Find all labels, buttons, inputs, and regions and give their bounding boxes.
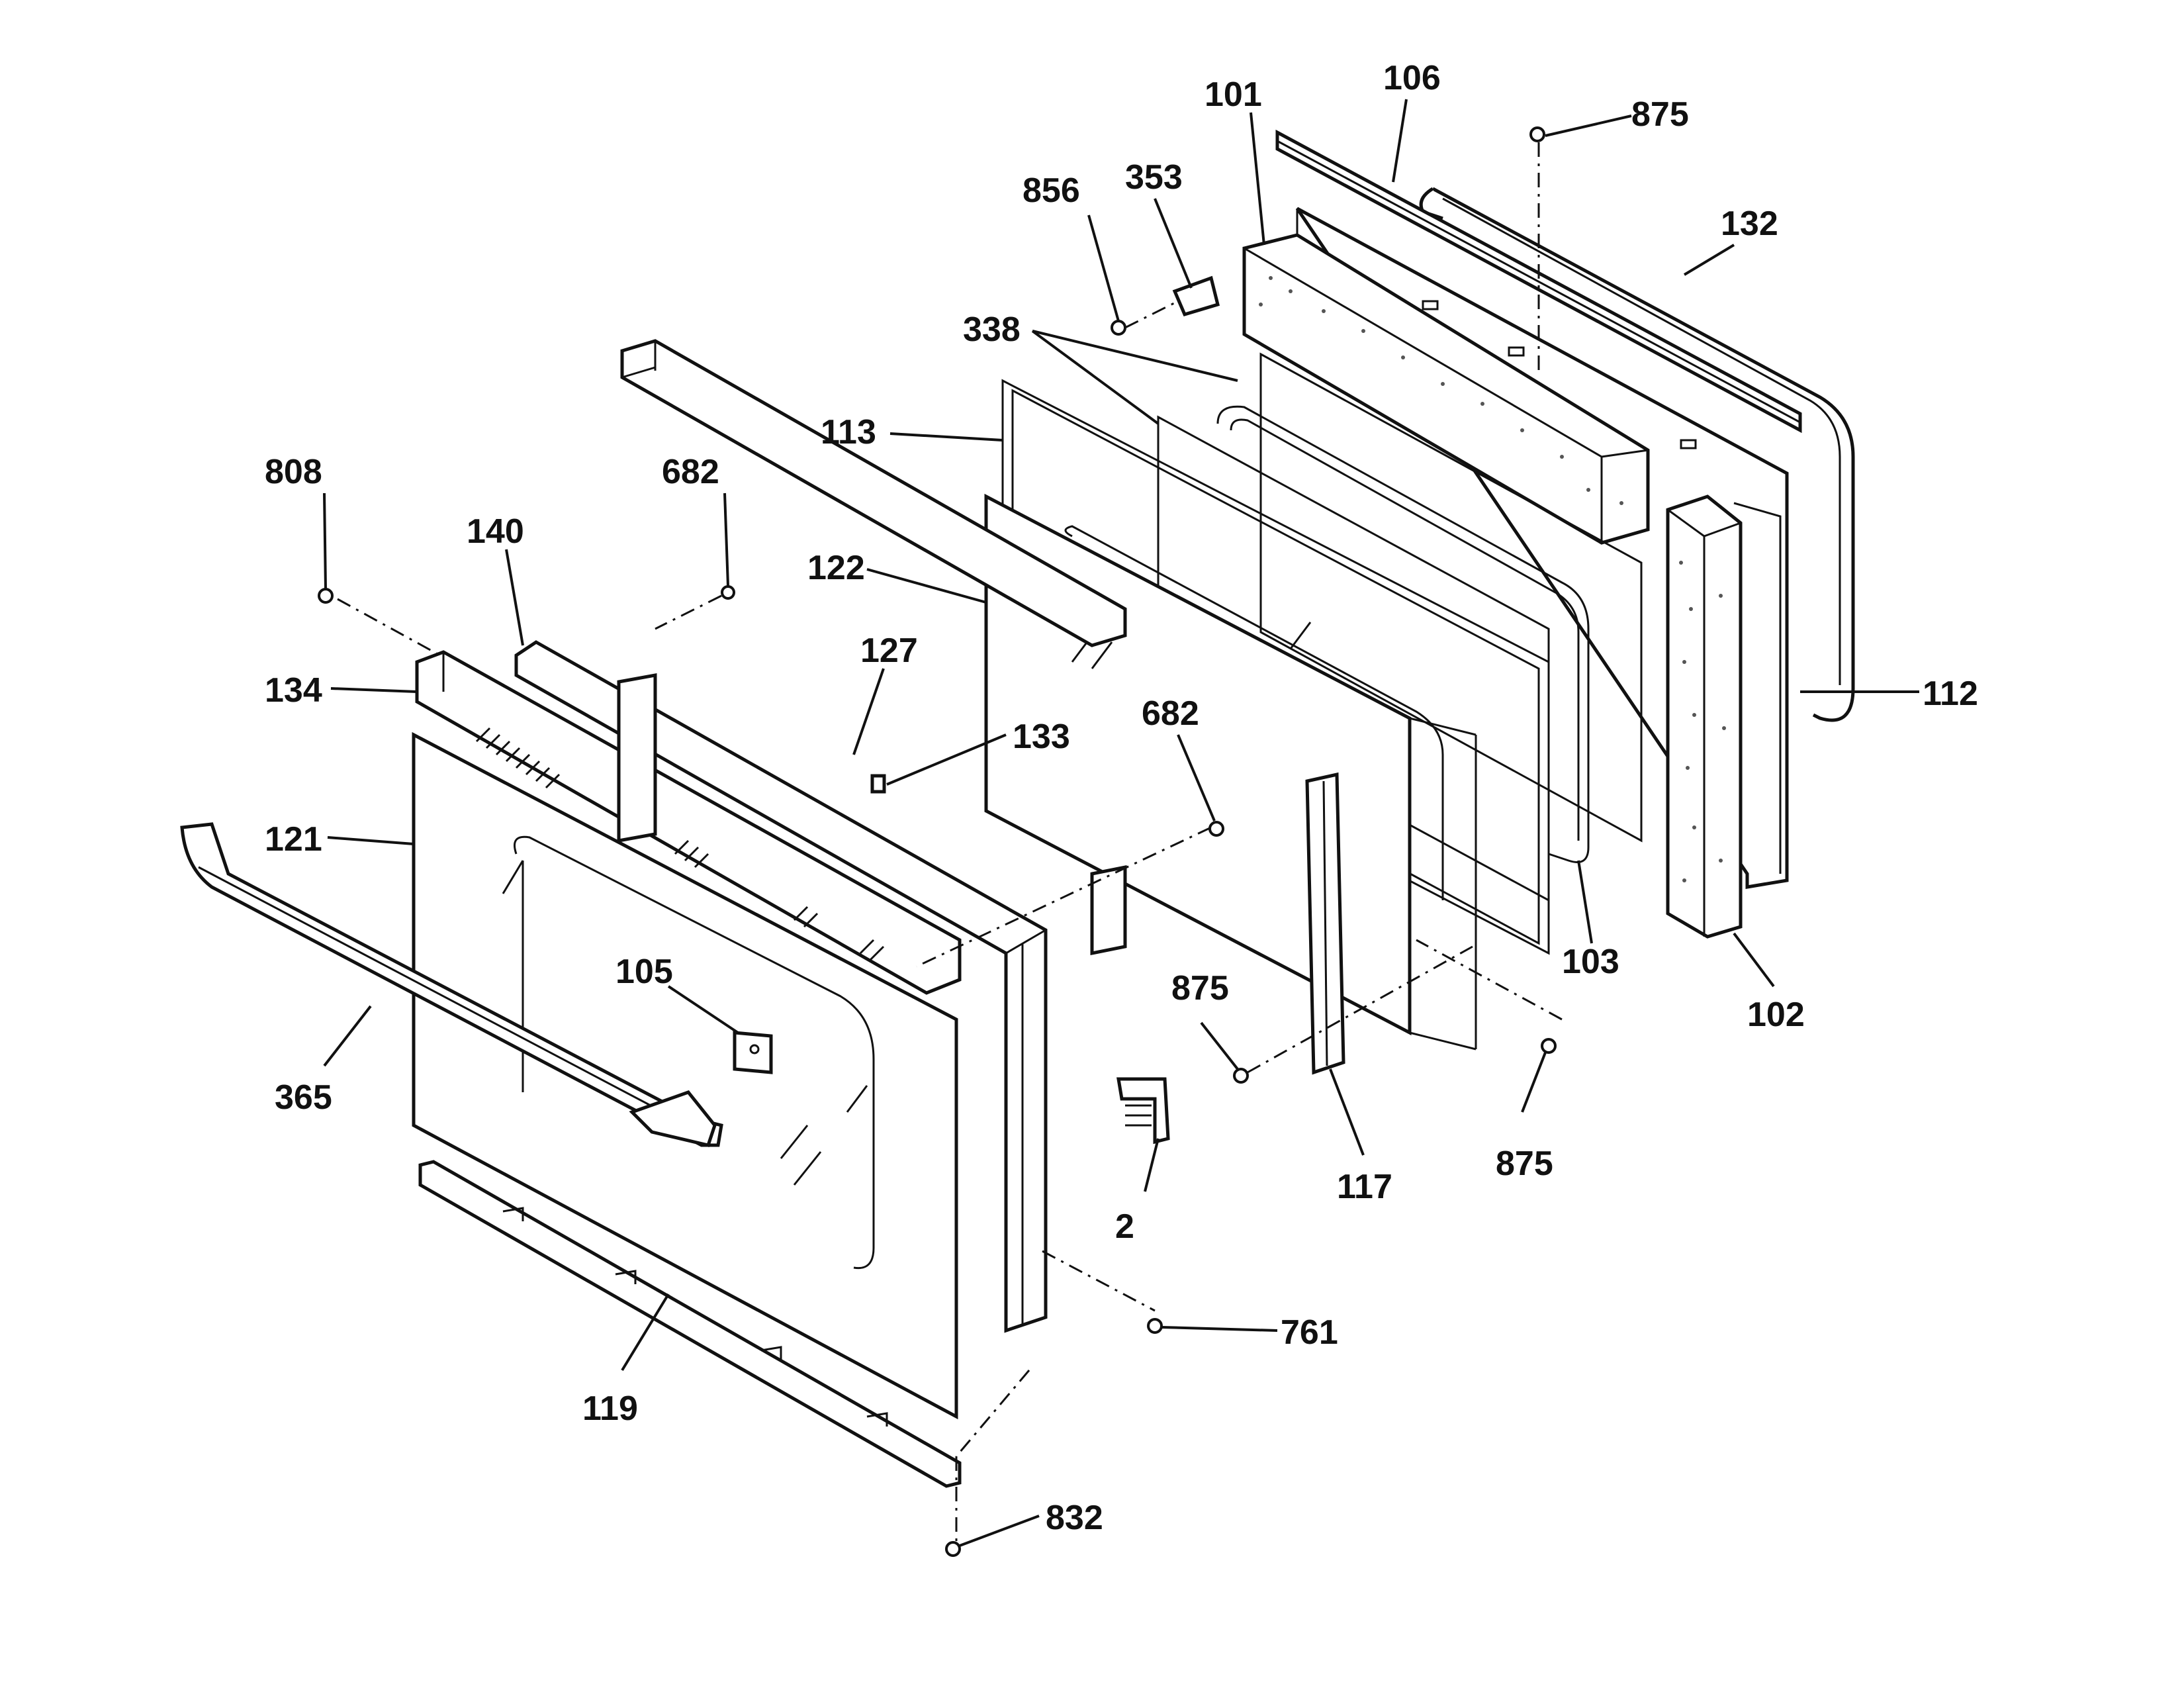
- label-127: 127: [860, 632, 918, 670]
- label-132: 132: [1721, 205, 1778, 243]
- label-365: 365: [275, 1078, 332, 1117]
- part-101-insulation: [1242, 233, 1650, 545]
- label-761: 761: [1281, 1313, 1338, 1352]
- label-832: 832: [1046, 1499, 1103, 1537]
- assembly-lines: [337, 142, 1563, 1549]
- label-112: 112: [1923, 675, 1978, 713]
- part-105-bracket: [733, 1031, 773, 1074]
- screw-875-top-icon: [1529, 126, 1545, 142]
- part-117-hinge-bar: [1305, 772, 1345, 1075]
- screw-808-icon: [318, 588, 334, 604]
- label-119: 119: [582, 1389, 638, 1428]
- screw-761-icon: [1147, 1318, 1163, 1334]
- screw-875-mid-icon: [1233, 1068, 1249, 1084]
- part-365-handle: [180, 822, 723, 1147]
- label-101: 101: [1205, 75, 1262, 114]
- screw-856-icon: [1111, 320, 1126, 336]
- label-682-left: 682: [662, 453, 719, 491]
- label-808: 808: [265, 453, 322, 491]
- label-856: 856: [1023, 171, 1080, 210]
- part-102-side-insulation: [1666, 494, 1743, 939]
- label-875-mid: 875: [1171, 969, 1229, 1008]
- screw-832-icon: [945, 1541, 961, 1557]
- label-353: 353: [1125, 158, 1183, 197]
- label-133: 133: [1013, 718, 1070, 756]
- label-103: 103: [1562, 943, 1619, 981]
- label-2: 2: [1115, 1207, 1134, 1246]
- label-875-top: 875: [1631, 95, 1689, 134]
- label-134: 134: [265, 671, 322, 710]
- leader-lines: [323, 99, 1919, 1547]
- part-353-bracket: [1172, 275, 1220, 317]
- part-133-tab: [870, 774, 886, 794]
- label-875-bottom: 875: [1496, 1145, 1553, 1183]
- part-119-bottom-rail: [418, 1160, 962, 1488]
- label-106: 106: [1383, 59, 1441, 97]
- part-682-side-bracket: [617, 673, 1127, 956]
- screw-875-bottom-icon: [1541, 1038, 1557, 1054]
- label-140: 140: [467, 512, 524, 551]
- part-106-top-channel: [1275, 129, 1802, 434]
- label-338: 338: [963, 310, 1021, 349]
- screws: [318, 126, 1557, 1557]
- label-122: 122: [807, 549, 865, 587]
- label-121: 121: [265, 820, 322, 859]
- part-labels: 101 106 875 132 856 353 338 113 808 682 …: [265, 59, 1978, 1537]
- screw-682-mid-icon: [1208, 821, 1224, 837]
- label-117: 117: [1337, 1168, 1392, 1206]
- screw-682-left-icon: [721, 585, 735, 600]
- part-2-clip: [1116, 1077, 1170, 1145]
- label-113: 113: [821, 413, 876, 451]
- label-682-mid: 682: [1142, 694, 1199, 733]
- label-102: 102: [1747, 996, 1805, 1034]
- part-134-vent-panel: [415, 650, 962, 995]
- part-103-door-seal: [1216, 405, 1590, 863]
- part-127-top-rail: [620, 339, 1127, 647]
- label-105: 105: [615, 953, 673, 991]
